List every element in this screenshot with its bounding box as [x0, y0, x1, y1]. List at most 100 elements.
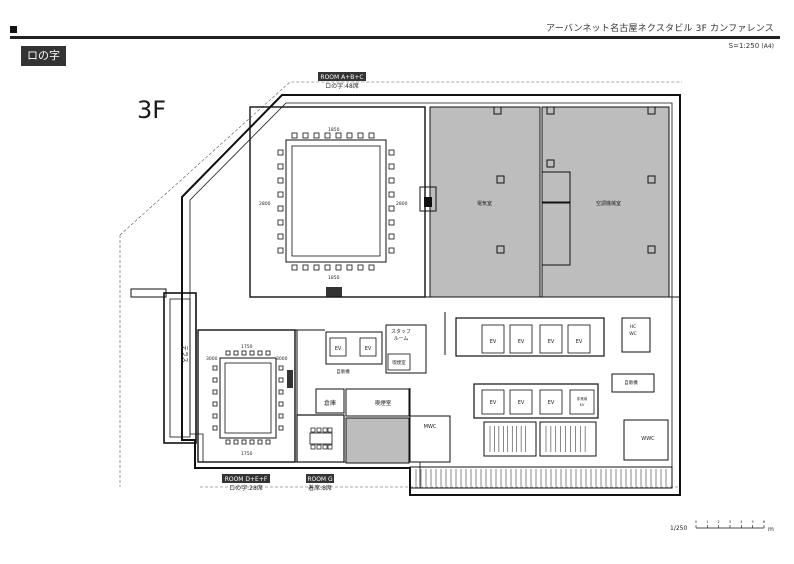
terrace-label: テラス	[181, 345, 188, 363]
terrace-wall	[163, 292, 197, 444]
chair	[388, 233, 395, 240]
wwc-room	[623, 419, 669, 461]
room-def-panel	[287, 370, 293, 388]
chair	[278, 413, 284, 419]
chair	[388, 205, 395, 212]
chair	[277, 247, 284, 254]
ev-bank-bottom	[473, 383, 599, 419]
ev-label: EV	[518, 339, 525, 345]
room-g-table	[309, 432, 333, 445]
room-g-tag	[306, 474, 334, 483]
column	[546, 159, 555, 168]
chair	[291, 264, 298, 271]
column	[496, 175, 505, 184]
ev-label: EV	[335, 346, 342, 352]
left-core	[325, 331, 383, 365]
column	[493, 106, 502, 115]
chair	[225, 439, 231, 445]
site-boundary-top	[119, 81, 682, 236]
room-abc-table-outer	[285, 139, 387, 263]
scalebar-tick-label: 4	[740, 520, 743, 524]
chair	[212, 425, 218, 431]
stair-treads	[489, 426, 586, 452]
aircon-room-label: 空調機械室	[596, 200, 621, 207]
hc-wc-room	[621, 317, 651, 353]
chair	[212, 413, 218, 419]
column	[647, 245, 656, 254]
chair	[249, 439, 255, 445]
chair	[212, 377, 218, 383]
ev-label: EV	[518, 400, 525, 406]
column	[647, 175, 656, 184]
scalebar-tick-label: 3	[729, 520, 731, 524]
floor-number: 3F	[137, 96, 166, 124]
chair	[241, 439, 247, 445]
chair	[277, 205, 284, 212]
room-abc-table-inner	[291, 145, 381, 257]
shaft-block	[326, 287, 342, 297]
pipe-shaft-fill	[424, 197, 432, 207]
room-abc-tag	[318, 72, 366, 81]
chair	[357, 264, 364, 271]
chair	[388, 191, 395, 198]
paper-size: (A4)	[761, 43, 774, 50]
chair	[233, 439, 239, 445]
mwc-room	[409, 415, 451, 463]
dim-abc-left: 2800	[259, 201, 271, 207]
ev-car	[539, 324, 563, 354]
chair	[357, 132, 364, 139]
ev-car	[481, 389, 505, 415]
scalebar-tick-label: 6	[763, 520, 765, 524]
chair	[277, 233, 284, 240]
dim-def-right: 3000	[276, 356, 288, 362]
chair	[265, 350, 271, 356]
chair	[291, 132, 298, 139]
chair	[346, 132, 353, 139]
header-marker	[10, 26, 17, 33]
pipe-shaft	[419, 186, 437, 212]
room-g-chairs	[310, 427, 333, 450]
ev-box	[329, 337, 347, 357]
staff-room	[385, 324, 427, 374]
document-title: アーバンネット名古屋ネクスタビル 3F カンファレンス	[546, 24, 774, 34]
scalebar-tick-label: 5	[752, 520, 754, 524]
column	[496, 245, 505, 254]
vending-label-1: 自販機	[336, 368, 350, 375]
room-def-chairs	[212, 350, 284, 445]
terrace-edge	[130, 288, 167, 298]
smoking-small-room	[387, 353, 411, 371]
grey-room-bottom	[345, 417, 410, 464]
chair	[388, 149, 395, 156]
room-g-wall	[296, 414, 345, 463]
ev-label: EV	[490, 339, 497, 345]
chair	[278, 401, 284, 407]
ev-label: EV	[548, 400, 555, 406]
scalebar-unit: m	[768, 526, 774, 533]
terrace-inner	[169, 298, 191, 438]
scalebar-tick-label: 1	[706, 520, 708, 524]
facade-louver-lines	[415, 469, 667, 486]
ev-label: EV	[365, 346, 372, 352]
chair	[302, 264, 309, 271]
room-def-table-outer	[219, 357, 277, 439]
dim-abc-bottom: 1850	[328, 275, 340, 281]
room-def-table-inner	[224, 362, 272, 434]
chair	[368, 132, 375, 139]
room-def-name: ROOM D+E+F	[225, 476, 268, 483]
chair	[233, 350, 239, 356]
storage-room	[315, 388, 345, 414]
chair	[335, 264, 342, 271]
chair	[277, 163, 284, 170]
chair	[388, 177, 395, 184]
chair	[324, 264, 331, 271]
aircon-shaft-2	[541, 202, 571, 266]
chair	[257, 350, 263, 356]
room-g-name: ROOM G	[307, 476, 333, 483]
room-abc-chairs	[277, 132, 395, 271]
room-g-seats: 着席:8席	[308, 484, 332, 492]
ev-car	[509, 324, 533, 354]
smoking-label: 喫煙室	[375, 399, 392, 407]
freight-ev	[569, 389, 595, 415]
chair	[277, 149, 284, 156]
vending-area	[611, 373, 655, 393]
